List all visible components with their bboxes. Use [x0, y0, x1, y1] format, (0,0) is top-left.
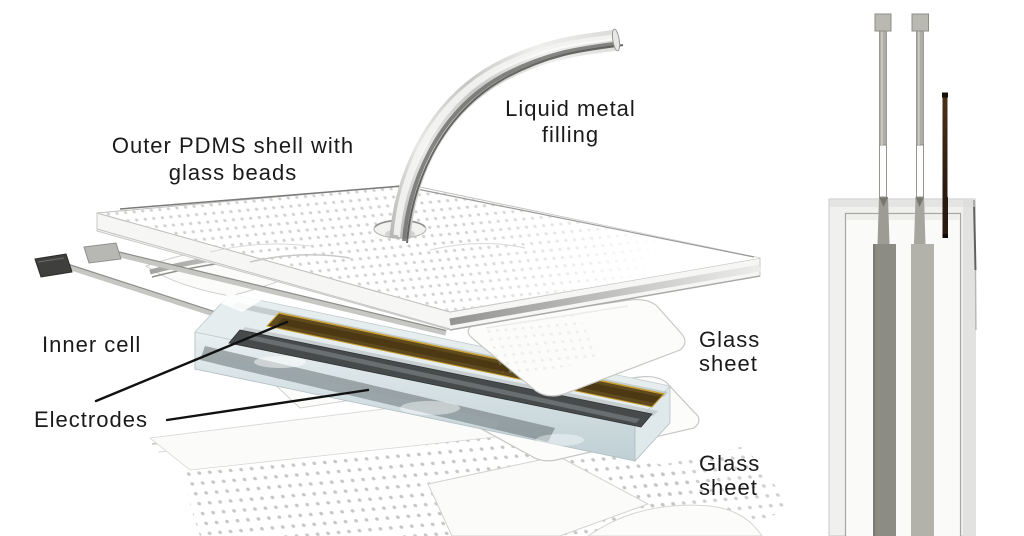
filling-tube	[385, 28, 624, 244]
glass-sheet-lower-label: Glass sheet	[699, 452, 760, 500]
device-channel-left	[873, 244, 896, 536]
needle-cap-left	[874, 13, 892, 32]
electrode-pad-dark	[34, 253, 73, 278]
assembled-device-view	[828, 13, 977, 536]
tube-open-end	[611, 28, 621, 52]
electrode-strip-upper	[116, 251, 447, 336]
leader-lines	[94, 320, 370, 422]
electrodes-leader-line-1	[94, 320, 289, 403]
shell-silver-rim	[449, 264, 761, 326]
bottom-front-sheet	[427, 455, 650, 536]
upper-glass-sheet-right	[467, 298, 686, 397]
electrodes-label: Electrodes	[34, 407, 148, 432]
liquid-metal-label: Liquid metal filling	[468, 96, 673, 148]
device-inner-frame	[844, 212, 962, 536]
outer-shell-label-line2: glass beads	[168, 160, 298, 185]
inner-cell-label: Inner cell	[42, 332, 142, 357]
liquid-metal-label-line1: Liquid metal	[505, 96, 636, 121]
electrodes-leader-line-2	[165, 388, 370, 422]
glass-sheet-upper-line1: Glass	[699, 327, 761, 352]
device-channel-right	[911, 244, 934, 536]
wire-electrode	[942, 92, 948, 238]
outer-shell-label: Outer PDMS shell with glass beads	[90, 132, 376, 186]
outer-pdms-shell	[96, 184, 761, 331]
needle-electrode-right	[911, 13, 929, 198]
exploded-view	[34, 28, 792, 536]
electrode-pad-light	[83, 242, 122, 264]
needle-cap-right	[911, 13, 929, 32]
glass-sheet-upper-label: Glass sheet	[699, 328, 760, 376]
bottom-curved-sheet	[587, 504, 763, 536]
glass-sheet-upper-line2: sheet	[699, 351, 758, 376]
needle-electrode-left	[874, 13, 892, 198]
glass-sheet-lower-line1: Glass	[699, 451, 761, 476]
liquid-metal-label-line2: filling	[541, 122, 600, 147]
glass-sheet-lower-line2: sheet	[699, 475, 758, 500]
outer-shell-label-line1: Outer PDMS shell with	[111, 133, 355, 158]
